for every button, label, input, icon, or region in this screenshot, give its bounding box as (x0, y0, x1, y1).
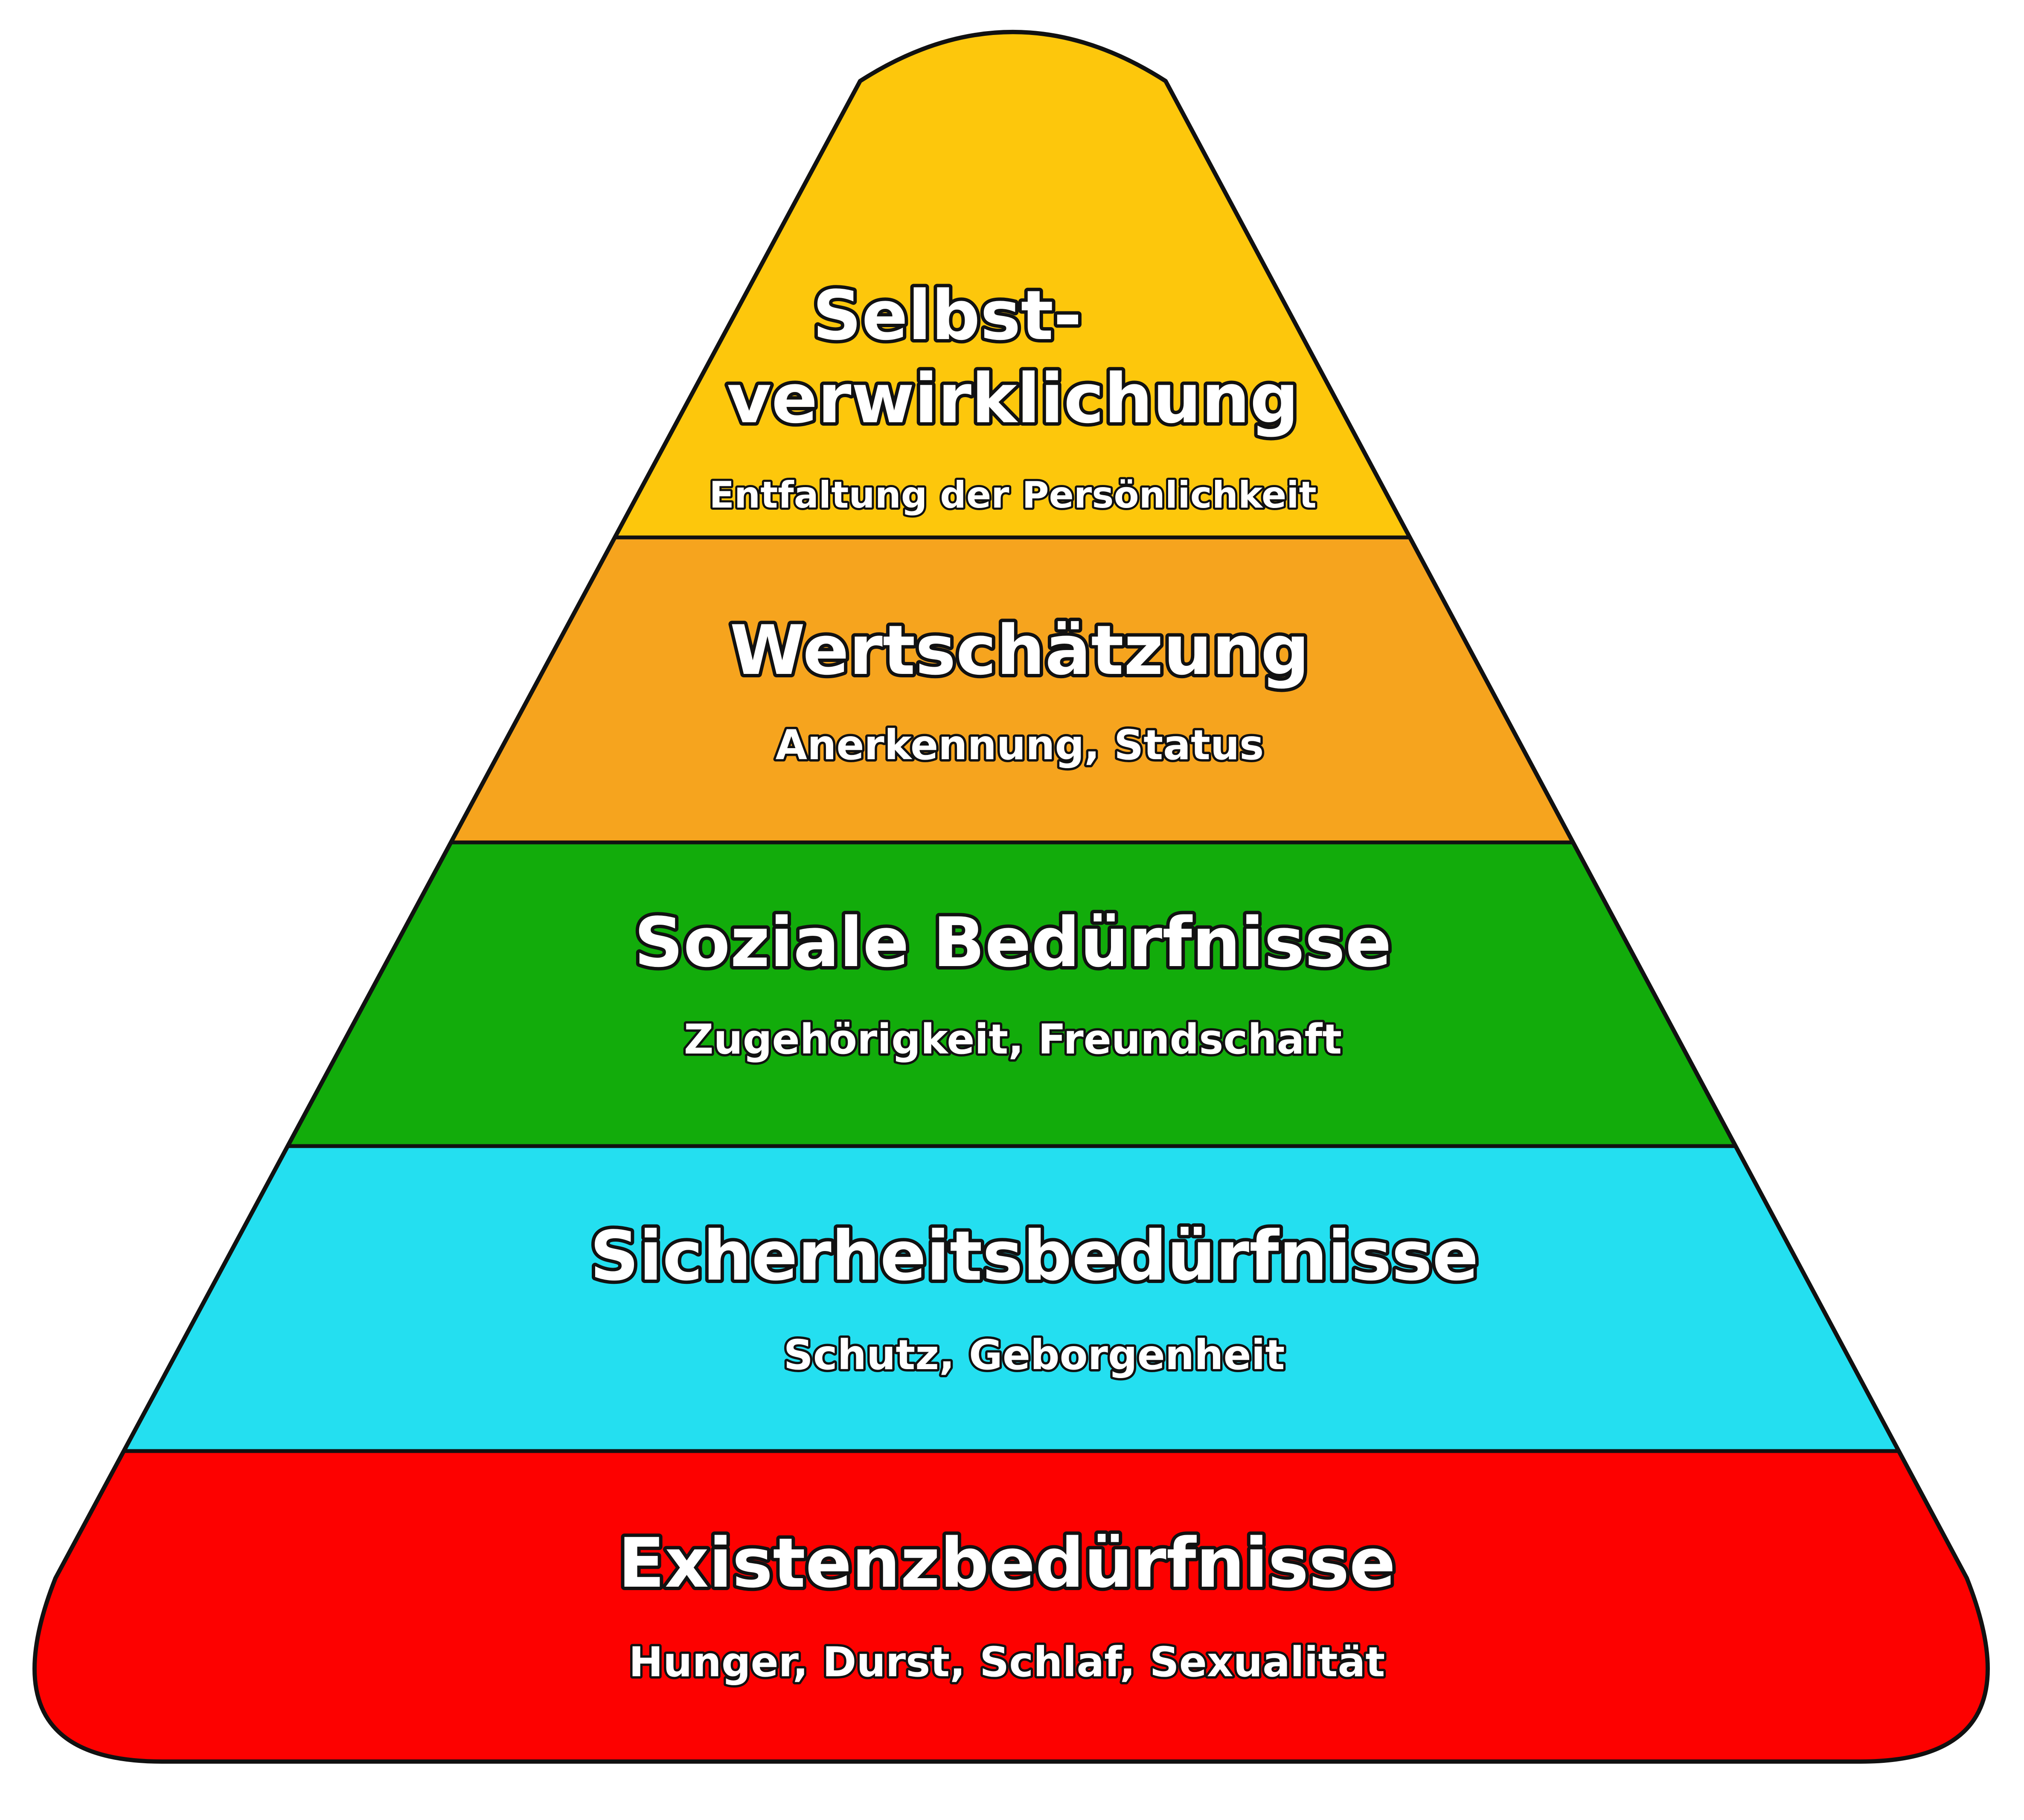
band-self-actualization (35, 32, 1988, 537)
level-title: Sicherheitsbedürfnisse (590, 1216, 1479, 1296)
level-subtitle: Hunger, Durst, Schlaf, Sexualität (629, 1638, 1385, 1686)
band-physiological-needs (35, 1451, 1988, 1762)
level-social-needs: Soziale Bedürfnisse Zugehörigkeit, Freun… (631, 899, 1395, 1066)
level-safety-needs: Sicherheitsbedürfnisse Schutz, Geborgenh… (587, 1213, 1482, 1382)
level-physiological-needs: Existenzbedürfnisse Hunger, Durst, Schla… (615, 1520, 1399, 1689)
level-esteem: Wertschätzung Anerkennung, Status (727, 607, 1313, 772)
level-subtitle: Entfaltung der Persönlichkeit (709, 474, 1317, 517)
band-social-needs (35, 842, 1988, 1146)
level-subtitle: Anerkennung, Status (776, 721, 1264, 769)
level-title: verwirklichung (727, 359, 1299, 438)
level-title: Wertschätzung (730, 610, 1310, 690)
level-title: Soziale Bedürfnisse (634, 903, 1391, 982)
level-title: Selbst- (812, 276, 1082, 355)
level-subtitle: Zugehörigkeit, Freundschaft (684, 1016, 1342, 1063)
level-self-actualization: Selbst- verwirklichung Entfaltung der Pe… (707, 272, 1319, 519)
level-title: Existenzbedürfnisse (618, 1523, 1396, 1603)
pyramid-outline (32, 30, 1990, 1764)
band-safety-needs (35, 1146, 1988, 1451)
level-subtitle: Schutz, Geborgenheit (784, 1331, 1285, 1379)
